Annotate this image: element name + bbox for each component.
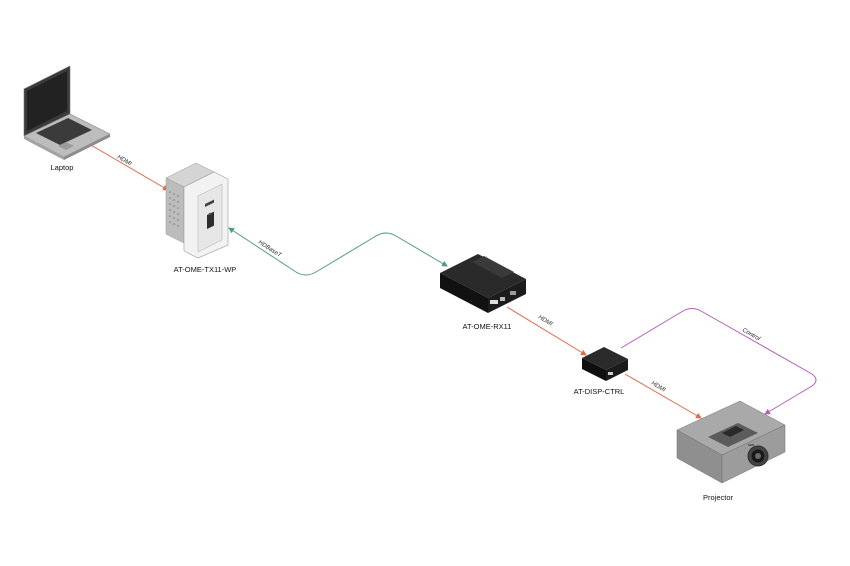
wallplate-transmitter-icon xyxy=(165,162,229,259)
cable-label-hdmi-2: HDMI xyxy=(537,315,554,328)
controller-icon xyxy=(582,347,628,381)
cables xyxy=(83,140,817,419)
hdmi-cable-receiver-controller xyxy=(506,306,587,356)
cable-label-hdmi-3: HDMI xyxy=(650,381,667,394)
hdmi-cable-laptop-wallplate xyxy=(83,140,169,191)
cable-label-hdbaset: HDBaseT xyxy=(257,240,283,260)
receiver-label: AT-OME-RX11 xyxy=(463,322,512,331)
cable-label-hdmi-1: HDMI xyxy=(116,155,133,168)
hdmi-cable-controller-projector xyxy=(624,373,702,419)
wallplate-label: AT-OME-TX11-WP xyxy=(174,265,237,274)
receiver-icon xyxy=(440,254,526,313)
projector-label: Projector xyxy=(703,493,734,502)
hdbaset-cable xyxy=(228,227,448,276)
control-cable xyxy=(620,308,817,415)
controller-label: AT-DISP-CTRL xyxy=(574,387,625,396)
laptop-label: Laptop xyxy=(51,163,74,172)
laptop-icon xyxy=(23,65,111,160)
projector-icon xyxy=(676,400,786,484)
